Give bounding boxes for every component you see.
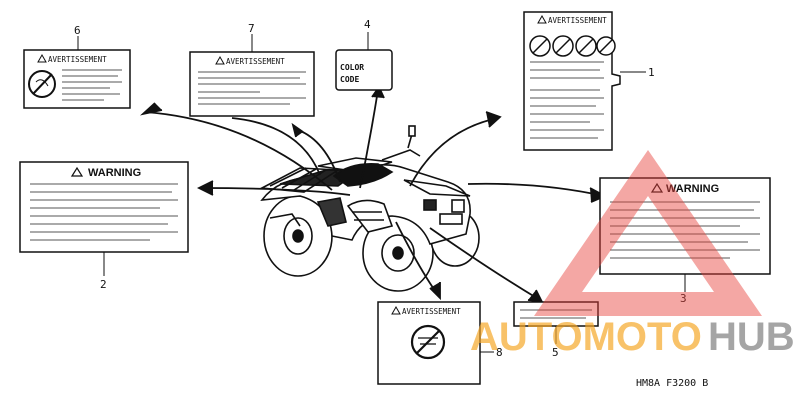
callout-6: 6	[74, 24, 81, 37]
callout-1: 1	[648, 66, 655, 79]
label-3-warning-decal: WARNING	[599, 177, 771, 275]
callout-4: 4	[364, 18, 371, 31]
watermark-text-orange: AUTOMOTO	[470, 315, 702, 359]
color-code-line-1: COLOR	[340, 63, 364, 72]
automotohub-watermark: AUTOMOTO HUB	[470, 150, 795, 359]
label-8-title: AVERTISSEMENT	[402, 307, 461, 316]
label-4-color-code: COLOR CODE	[335, 49, 393, 91]
label-6-decal: AVERTISSEMENT	[23, 49, 131, 109]
label-2-title: WARNING	[88, 167, 141, 179]
atv-illustration	[259, 125, 480, 292]
callout-5: 5	[552, 346, 559, 359]
watermark-text-gray: HUB	[708, 315, 795, 359]
label-2-warning-decal: WARNING	[19, 161, 189, 253]
callout-8: 8	[496, 346, 503, 359]
label-8-decal: AVERTISSEMENT	[377, 301, 481, 385]
label-6-title: AVERTISSEMENT	[48, 55, 107, 64]
diagram-code: HM8A F3200 B	[636, 378, 708, 389]
label-7-title: AVERTISSEMENT	[226, 57, 285, 66]
callout-7: 7	[248, 22, 255, 35]
callout-3: 3	[680, 292, 687, 305]
label-3-title: WARNING	[666, 183, 719, 195]
label-7-decal: AVERTISSEMENT	[189, 51, 315, 117]
label-1-title: AVERTISSEMENT	[548, 16, 607, 25]
callout-2: 2	[100, 278, 107, 291]
watermark-triangle-icon	[534, 150, 762, 316]
color-code-line-2: CODE	[340, 75, 359, 84]
label-1-decal: AVERTISSEMENT	[523, 11, 621, 151]
